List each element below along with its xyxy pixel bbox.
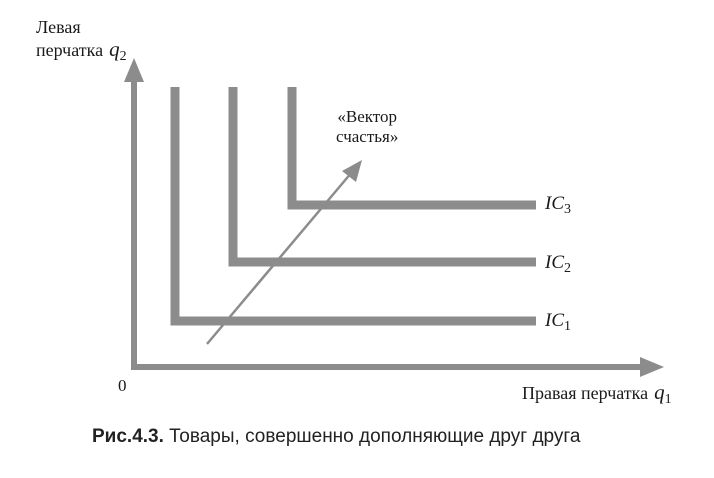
caption-prefix: Рис.4.3.: [92, 426, 164, 447]
happiness-vector: [206, 171, 353, 345]
ic3-label: IC3: [545, 193, 571, 217]
ic1-label: IC1: [545, 310, 571, 334]
ic3-curve: [287, 87, 536, 210]
ic2-curve: [228, 87, 536, 267]
ic1-curve: [170, 87, 536, 326]
x-subscript: 1: [664, 392, 672, 407]
y-axis-label-word: Левая: [36, 17, 81, 37]
happiness-vector-arrow: [342, 160, 362, 182]
y-symbol: q2: [109, 37, 127, 64]
happiness-vector-label: «Вектор счастья»: [336, 107, 399, 146]
y-subscript: 2: [119, 49, 127, 64]
x-symbol: q1: [654, 380, 672, 407]
y-axis-arrow: [124, 58, 144, 82]
ic2-label: IC2: [545, 252, 571, 276]
x-axis-arrow: [640, 357, 664, 377]
origin-label: 0: [118, 376, 127, 395]
caption-text: Товары, совершенно дополняющие друг друг…: [163, 426, 581, 447]
figure-caption: Рис.4.3. Товары, совершенно дополняющие …: [92, 426, 581, 448]
